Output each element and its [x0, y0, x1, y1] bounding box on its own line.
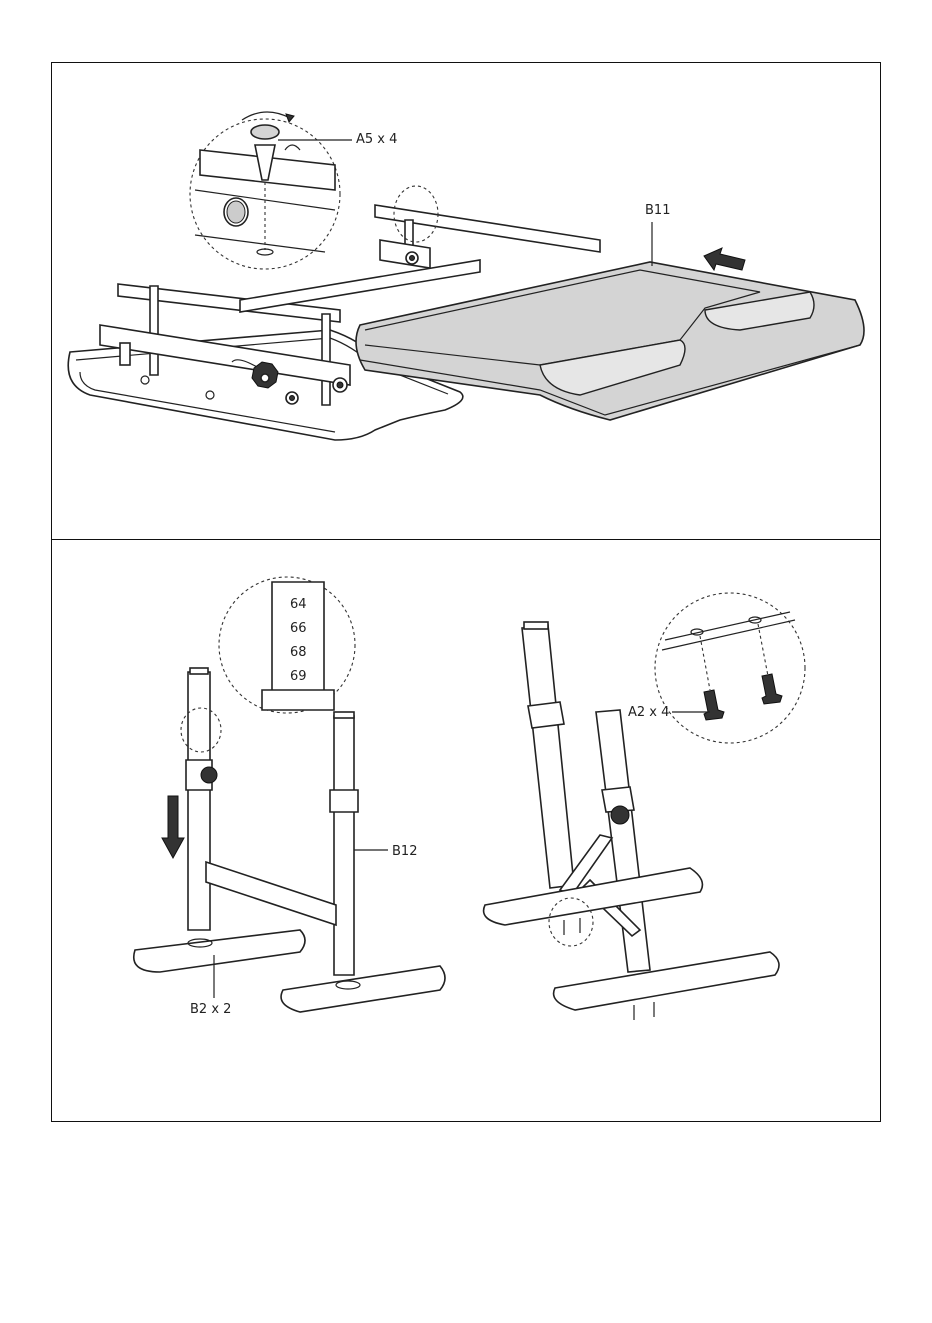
callout-b12: B12 — [392, 844, 417, 859]
scale-mark-69: 69 — [290, 669, 307, 684]
leg-assembly-left — [134, 668, 445, 1012]
callout-b11: B11 — [645, 203, 670, 218]
zoom-detail-height-scale: 64 66 68 69 — [219, 577, 355, 713]
slide-down-arrow-icon — [162, 796, 184, 858]
scale-mark-68: 68 — [290, 645, 307, 660]
scale-mark-64: 64 — [290, 597, 307, 612]
callout-b2: B2 x 2 — [190, 1002, 231, 1017]
zoom-detail-screw-a2 — [655, 593, 805, 743]
leg-assembly-right — [484, 622, 779, 1020]
callout-a2: A2 x 4 — [628, 705, 669, 720]
zoom-detail-screw-a5 — [190, 112, 340, 269]
scale-mark-66: 66 — [290, 621, 307, 636]
push-arrow-icon — [704, 248, 745, 270]
callout-a5: A5 x 4 — [356, 132, 397, 147]
